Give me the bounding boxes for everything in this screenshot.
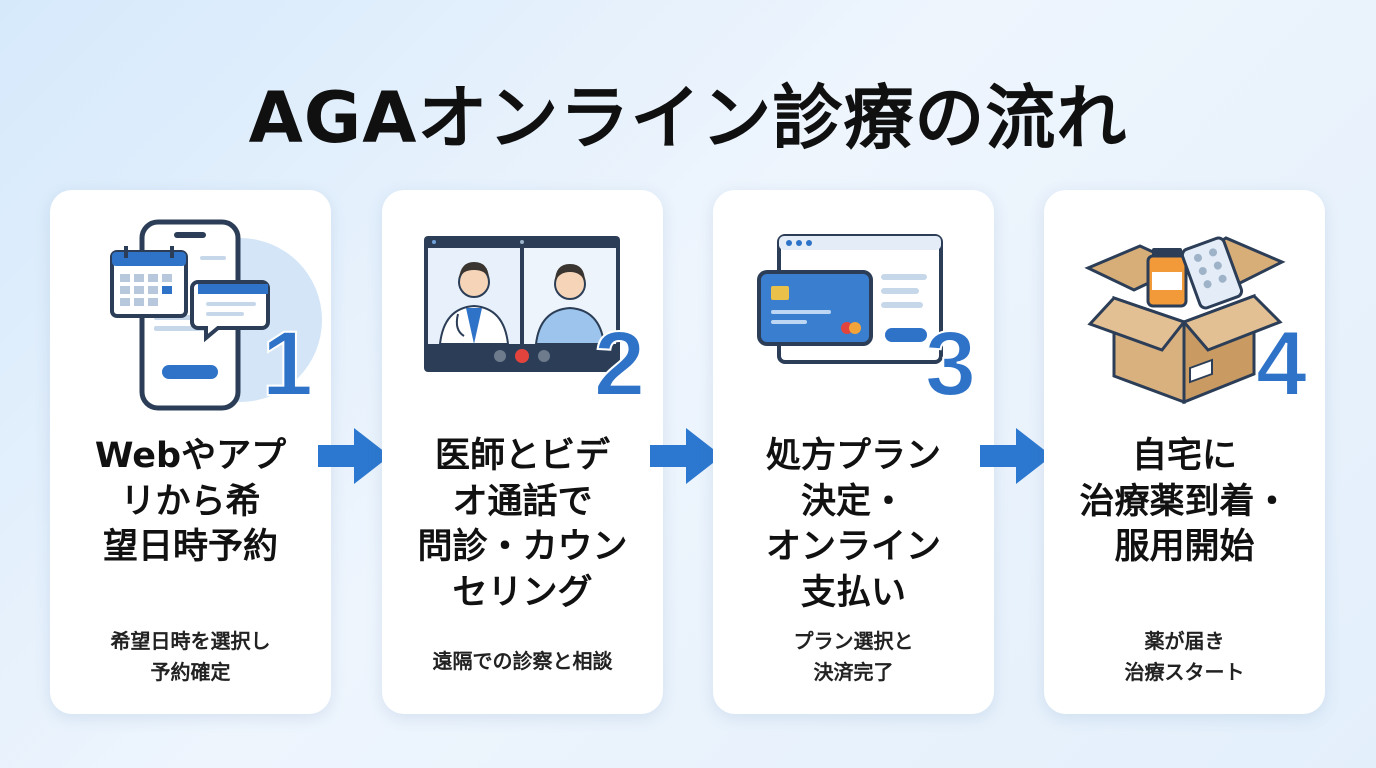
step-card-2: 2 医師とビデ オ通話で 問診・カウン セリング 遠隔での診察と相談	[382, 190, 663, 714]
video-call-doctor-patient-icon	[424, 236, 620, 372]
page-title: AGAオンライン診療の流れ	[248, 77, 1128, 159]
step-card-1: 1 Webやアプ リから希 望日時予約 希望日時を選択し 予約確定	[50, 190, 331, 714]
arrow-right-icon	[650, 428, 722, 484]
step-description-4: 薬が届き 治療スタート	[1124, 629, 1245, 684]
step-description-2: 遠隔での診察と相談	[432, 649, 613, 673]
step-heading-1: Webやアプ リから希 望日時予約	[94, 436, 287, 567]
step-heading-3: 処方プラン 決定・ オンライン 支払い	[765, 436, 941, 613]
credit-card-payment-icon	[757, 234, 943, 364]
smartphone-calendar-chat-icon	[110, 219, 322, 411]
step-description-1: 希望日時を選択し 予約確定	[110, 629, 271, 684]
step-card-3: 3 処方プラン 決定・ オンライン 支払い プラン選択と 決済完了	[713, 190, 994, 714]
step-description-3: プラン選択と 決済完了	[793, 629, 914, 684]
step-number-3: 3	[924, 313, 977, 415]
step-card-4: 4 自宅に 治療薬到着・ 服用開始 薬が届き 治療スタート	[1044, 190, 1325, 714]
arrow-right-icon	[318, 428, 390, 484]
step-heading-2: 医師とビデ オ通話で 問診・カウン セリング	[417, 436, 628, 613]
step-number-4: 4	[1255, 313, 1308, 415]
step-heading-4: 自宅に 治療薬到着・ 服用開始	[1079, 436, 1290, 567]
step-number-2: 2	[593, 313, 646, 415]
arrow-right-icon	[980, 428, 1052, 484]
medicine-delivery-box-icon	[1084, 236, 1286, 405]
step-number-1: 1	[261, 313, 314, 415]
